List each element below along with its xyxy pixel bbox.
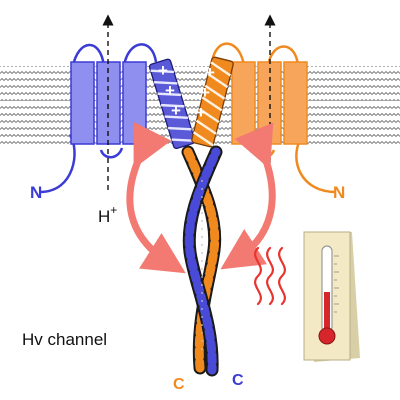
orange-tm-helix-s3 xyxy=(283,61,308,145)
blue-extracellular-loop xyxy=(71,43,106,67)
gating-charge: + xyxy=(205,63,215,82)
gating-charge: + xyxy=(200,83,210,102)
blue-intracellular-loop xyxy=(99,147,124,159)
s4-charges: + + + + + + xyxy=(158,61,215,122)
coiled-coil-domain xyxy=(181,145,223,377)
blue-extracellular-loop-2 xyxy=(122,43,158,67)
blue-tm-helix-s3 xyxy=(122,61,147,145)
s4-helices xyxy=(148,56,234,150)
c-terminus-label-blue: C xyxy=(232,372,244,389)
orange-s4-helix xyxy=(191,56,234,148)
gating-charge: + xyxy=(196,103,206,122)
blue-tm-helix-s1 xyxy=(70,61,95,145)
heat-wave-icon xyxy=(254,246,286,306)
orange-n-terminus-loop xyxy=(295,139,337,194)
gating-charge: + xyxy=(165,81,175,100)
blue-coiled-coil xyxy=(184,147,221,375)
channel-name-label: Hv channel xyxy=(22,330,107,349)
curved-arrow-icon xyxy=(126,121,186,274)
proton-label: H+ xyxy=(98,203,117,226)
c-terminus-label-orange: C xyxy=(173,376,185,393)
orange-extracellular-loop xyxy=(210,42,246,67)
gating-charge: + xyxy=(171,101,181,120)
curved-arrow-icon xyxy=(220,122,276,270)
n-terminus-label-orange: N xyxy=(333,183,345,202)
gating-charge: + xyxy=(158,61,168,80)
coupling-arrows xyxy=(126,121,276,274)
thermometer-icon xyxy=(303,231,360,362)
membrane-upper-leaflet xyxy=(0,66,400,101)
n-terminus-label-blue: N xyxy=(30,183,42,202)
orange-tm-helix-s1 xyxy=(231,61,256,145)
